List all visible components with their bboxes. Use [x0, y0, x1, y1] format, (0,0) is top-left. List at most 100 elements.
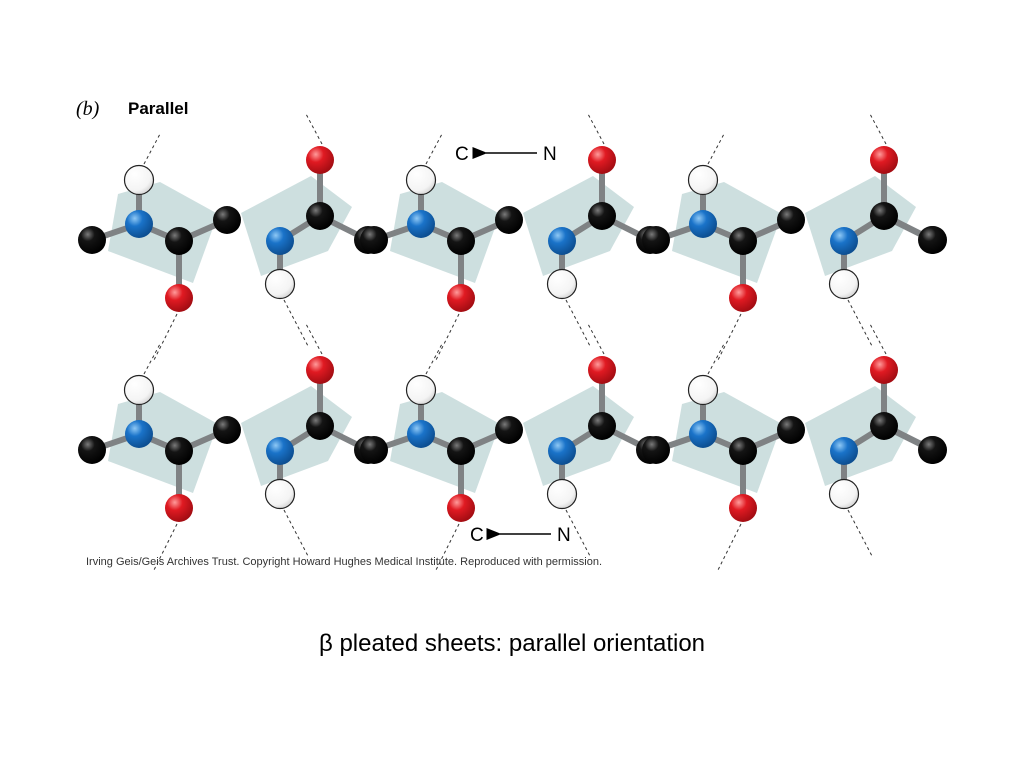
atom-layer [78, 146, 947, 522]
hydrogen-bond [305, 323, 323, 355]
hydrogen-bond [707, 343, 725, 375]
carbon-atom [919, 436, 947, 464]
hydrogen-bond [847, 509, 873, 557]
c-terminus-label: C [455, 144, 469, 165]
hydrogen-atom [264, 478, 296, 510]
direction-label-bottom: C N [470, 525, 571, 546]
carbon-atom [213, 416, 241, 444]
nitrogen-atom [830, 437, 858, 465]
oxygen-atom [165, 494, 193, 522]
carbon-atom [870, 412, 898, 440]
carbon-atom [919, 226, 947, 254]
carbon-atom [588, 202, 616, 230]
hydrogen-atom [264, 268, 296, 300]
nitrogen-atom [548, 437, 576, 465]
nitrogen-atom [266, 227, 294, 255]
hydrogen-bond [565, 299, 591, 347]
beta-sheet-diagram: C N C N [78, 113, 947, 573]
oxygen-atom [447, 494, 475, 522]
carbon-atom [447, 227, 475, 255]
hydrogen-bond-layer [143, 113, 887, 573]
peptide-plane [523, 386, 634, 486]
carbon-atom [642, 436, 670, 464]
hydrogen-bond [716, 313, 742, 363]
hydrogen-bond [425, 133, 443, 165]
hydrogen-bond [587, 113, 605, 145]
hydrogen-bond [847, 299, 873, 347]
carbon-atom [78, 436, 106, 464]
peptide-plane [241, 176, 352, 276]
hydrogen-atom [687, 374, 719, 406]
hydrogen-bond [716, 523, 742, 573]
image-credit: Irving Geis/Geis Archives Trust. Copyrig… [86, 556, 602, 568]
hydrogen-bond [587, 323, 605, 355]
hydrogen-bond [434, 313, 460, 363]
n-terminus-label: N [543, 144, 557, 165]
hydrogen-bond [143, 133, 161, 165]
peptide-plane [241, 386, 352, 486]
peptide-plane-layer [108, 176, 916, 493]
hydrogen-bond [283, 509, 309, 557]
carbon-atom [777, 416, 805, 444]
hydrogen-bond [707, 133, 725, 165]
hydrogen-bond [152, 313, 178, 363]
oxygen-atom [870, 146, 898, 174]
carbon-atom [306, 412, 334, 440]
panel-letter: (b) [76, 98, 100, 120]
hydrogen-atom [546, 478, 578, 510]
hydrogen-atom [123, 164, 155, 196]
oxygen-atom [306, 146, 334, 174]
carbon-atom [165, 437, 193, 465]
oxygen-atom [729, 494, 757, 522]
carbon-atom [360, 226, 388, 254]
nitrogen-atom [689, 420, 717, 448]
hydrogen-bond [869, 323, 887, 355]
oxygen-atom [306, 356, 334, 384]
peptide-plane [805, 386, 916, 486]
nitrogen-atom [830, 227, 858, 255]
panel-title: Parallel [128, 99, 189, 118]
c-terminus-label: C [470, 525, 484, 546]
hydrogen-bond [425, 343, 443, 375]
oxygen-atom [729, 284, 757, 312]
oxygen-atom [870, 356, 898, 384]
carbon-atom [642, 226, 670, 254]
slide-caption: β pleated sheets: parallel orientation [318, 630, 706, 657]
hydrogen-atom [123, 374, 155, 406]
nitrogen-atom [266, 437, 294, 465]
carbon-atom [306, 202, 334, 230]
nitrogen-atom [125, 420, 153, 448]
carbon-atom [213, 206, 241, 234]
oxygen-atom [588, 146, 616, 174]
hydrogen-bond [565, 509, 591, 557]
carbon-atom [588, 412, 616, 440]
hydrogen-atom [405, 164, 437, 196]
carbon-atom [78, 226, 106, 254]
n-terminus-label: N [557, 525, 571, 546]
peptide-plane [523, 176, 634, 276]
hydrogen-bond [283, 299, 309, 347]
carbon-atom [729, 437, 757, 465]
hydrogen-atom [687, 164, 719, 196]
nitrogen-atom [125, 210, 153, 238]
nitrogen-atom [548, 227, 576, 255]
nitrogen-atom [407, 210, 435, 238]
direction-label-top: C N [455, 144, 557, 165]
hydrogen-bond [869, 113, 887, 145]
carbon-atom [729, 227, 757, 255]
hydrogen-atom [828, 268, 860, 300]
hydrogen-atom [405, 374, 437, 406]
oxygen-atom [447, 284, 475, 312]
carbon-atom [495, 206, 523, 234]
hydrogen-bond [434, 523, 460, 573]
oxygen-atom [165, 284, 193, 312]
carbon-atom [495, 416, 523, 444]
oxygen-atom [588, 356, 616, 384]
nitrogen-atom [689, 210, 717, 238]
carbon-atom [360, 436, 388, 464]
hydrogen-atom [828, 478, 860, 510]
hydrogen-bond [305, 113, 323, 145]
carbon-atom [165, 227, 193, 255]
hydrogen-atom [546, 268, 578, 300]
hydrogen-bond [152, 523, 178, 573]
